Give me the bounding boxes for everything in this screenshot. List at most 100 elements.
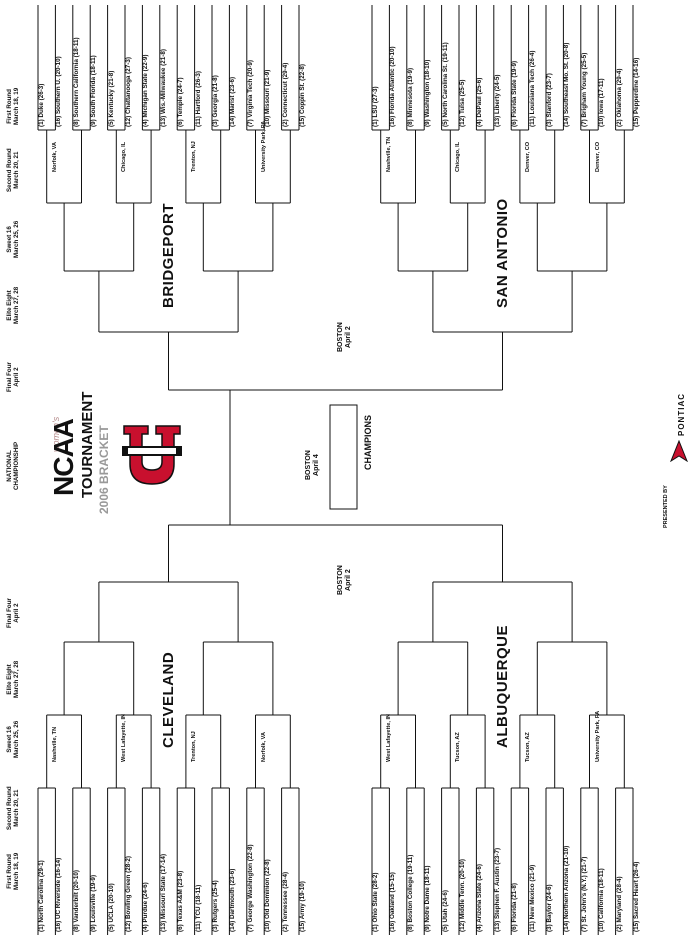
team-label: (5) North Carolina St. (19-11) [441,42,449,127]
team-label: (6) Texas A&M (23-8) [177,870,185,932]
team-label: (16) Southern U. (20-10) [55,56,63,127]
team-label: (3) Stanford (23-7) [546,73,553,127]
team-label: (7) Brigham Young (25-5) [580,52,588,127]
header-round2-bottom-line: March 20, 21 [13,789,21,827]
team-label: (4) Purdue (24-6) [142,882,150,932]
team-label: (15) Sacred Heart (26-4) [633,861,640,932]
venue-label: University Park, PA [594,710,601,762]
team-label: (13) Wis.-Milwaukee (21-8) [159,49,167,127]
team-label: (16) Oakland (15-15) [389,872,397,932]
venue-label: Norfolk, VA [260,731,267,762]
presented-by-label: PRESENTED BY [663,485,669,528]
header-elite8-bottom-line: March 27, 28 [13,660,21,698]
team-label: (6) Temple (24-7) [177,77,185,127]
venue-label: Nashville, TN [51,726,58,762]
team-label: (10) California (18-11) [598,868,606,932]
header-sweet16-top-line: March 25, 26 [13,220,21,258]
final-four-bottom-city-line: April 2 [344,569,352,591]
team-label: (1) Duke (26-3) [38,83,45,127]
region-name: SAN ANTONIO [493,198,511,308]
logo-ncaa-text: NCAA [48,419,79,496]
team-label: (8) Vanderbilt (20-10) [72,870,80,932]
team-label: (13) Missouri State (17-14) [159,853,167,932]
team-label: (2) Oklahoma (29-4) [615,68,623,127]
venue-label: Nashville, TN [385,136,392,172]
team-label: (15) Army (19-10) [299,881,306,932]
venue-label: University Park, PA [260,120,267,172]
team-label: (2) Connecticut (29-4) [281,62,289,127]
pontiac-logo-text: PONTIAC [677,393,686,436]
header-round1-top-line: First Round [6,89,13,124]
venue-label: West Lafayette, IN [121,713,128,762]
team-label: (3) Rutgers (25-4) [212,880,219,932]
team-label: (6) Florida (21-8) [511,883,519,932]
team-label: (9) Notre Dame (18-11) [424,865,432,933]
venue-label: West Lafayette, IN [385,713,392,762]
team-label: (2) Maryland (28-4) [615,876,623,932]
team-label: (10) Missouri (21-9) [264,69,272,127]
team-label: (3) Georgia (21-8) [212,75,219,127]
team-label: (11) New Mexico (21-9) [528,864,536,932]
team-label: (1) LSU (27-3) [372,86,379,127]
team-label: (4) Arizona State (24-6) [476,864,484,932]
team-label: (4) Michigan State (22-9) [142,54,150,127]
header-championship-line: CHAMPIONSHIP [13,441,21,490]
venue-label: Chicago, IL [121,141,128,172]
team-label: (11) Hartford (26-3) [194,71,202,127]
team-label: (15) Coppin St. (22-8) [299,64,306,127]
team-label: (11) Louisiana Tech (26-4) [528,50,536,127]
region-name: ALBUQUERQUE [493,624,511,748]
header-round2-top-line: Second Round [6,148,13,192]
team-label: (10) Iowa (17-11) [598,78,606,127]
logo-bracket-text: 2006 BRACKET [97,425,111,514]
team-label: (9) South Florida (18-11) [90,55,98,127]
team-label: (16) UC Riverside (16-14) [55,857,63,932]
team-label: (9) Louisville (19-9) [90,874,98,932]
team-label: (12) Tulsa (25-5) [459,79,466,127]
header-elite8-top-line: Elite Eight [6,290,13,321]
pontiac-arrowhead-icon [670,440,688,462]
header-round1-top-line: March 18, 19 [13,87,21,125]
header-sweet16-top-line: Sweet 16 [6,226,13,253]
team-label: (14) Dartmouth (23-6) [229,868,237,932]
header-round2-top-line: March 20, 21 [13,151,21,189]
team-label: (15) Pepperdine (14-16) [633,57,640,127]
team-label: (16) Florida Atlantic (20-10) [389,46,397,127]
team-label: (14) Marist (23-6) [229,76,237,127]
header-sweet16-bottom-line: Sweet 16 [6,726,13,753]
venue-label: Norfolk, VA [51,141,58,172]
team-label: (8) Boston College (19-11) [406,854,414,932]
final-four-top-city-line: April 2 [344,326,352,348]
venue-label: Denver, CO [594,141,601,172]
team-label: (4) DePaul (25-6) [476,77,484,127]
team-label: (2) Tennessee (28-4) [281,871,289,932]
header-round1-bottom-line: March 18, 19 [13,852,21,890]
header-finalfour-top-line: April 2 [13,367,21,387]
team-label: (14) Northern Arizona (21-10) [563,845,571,932]
final-four-top-city-line: BOSTON [337,322,344,352]
team-label: (11) TCU (18-11) [194,884,202,932]
venue-label: Trenton, NJ [190,141,197,172]
region-name: CLEVELAND [159,651,177,748]
team-label: (12) Middle Tenn. (20-10) [459,858,466,932]
team-label: (13) Stephen F. Austin (23-7) [493,847,501,932]
header-round1-bottom-line: First Round [6,854,13,889]
team-label: (7) George Washington (22-8) [246,844,254,932]
venue-label: Trenton, NJ [190,731,197,762]
champions-label: CHAMPIONS [363,414,373,470]
logo-tournament-text: TOURNAMENT [79,391,96,498]
team-label: (1) North Carolina (29-1) [38,860,45,932]
team-label: (3) Baylor (24-6) [546,884,553,932]
team-label: (13) Liberty (24-5) [493,74,501,128]
